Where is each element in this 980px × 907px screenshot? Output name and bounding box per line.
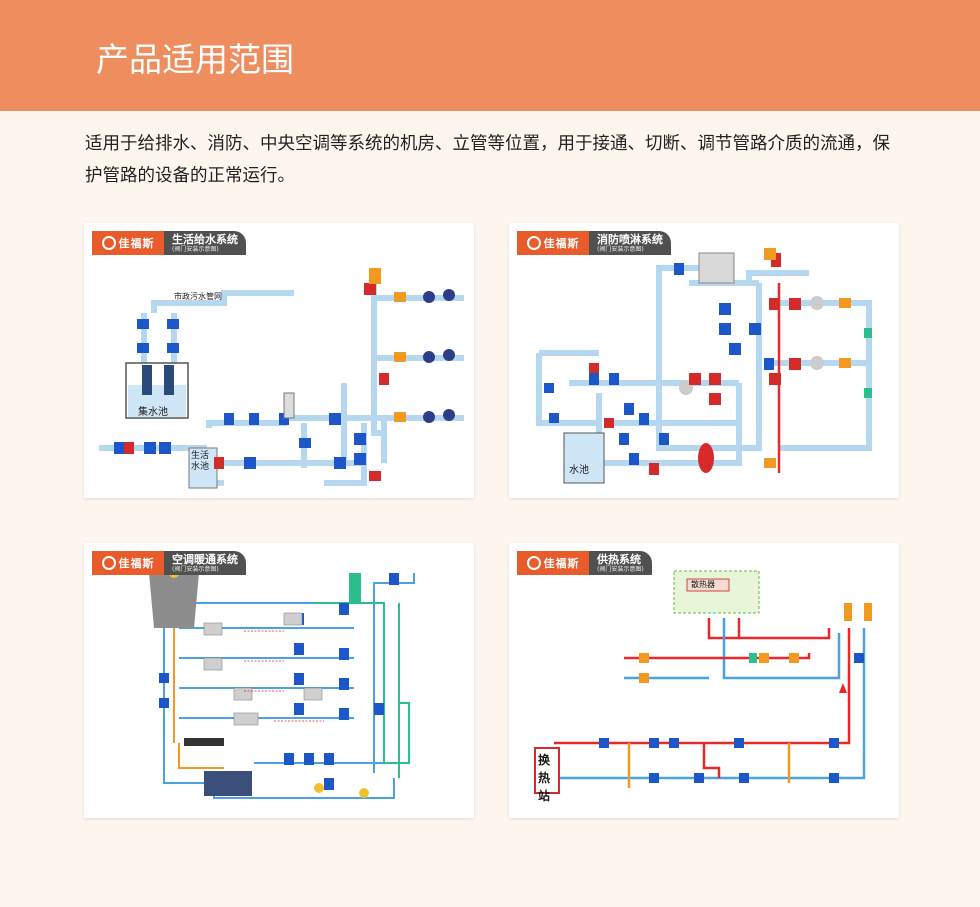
card-badge: 佳福斯 空调暖通系统 (阀门安装示意图): [92, 551, 246, 575]
page-title: 产品适用范围: [96, 40, 294, 79]
card-fire-sprinkler: 佳福斯 消防喷淋系统 (阀门安装示意图) 水池: [509, 223, 899, 498]
card-heating: 佳福斯 供热系统 (阀门安装示意图) 散热器 换热站: [509, 543, 899, 818]
label-pool: 集水池: [138, 407, 168, 418]
card-title: 生活给水系统: [172, 232, 238, 246]
card-badge: 佳福斯 生活给水系统 (阀门安装示意图): [92, 231, 246, 255]
card-badge: 佳福斯 供热系统 (阀门安装示意图): [517, 551, 652, 575]
water-supply-diagram: [99, 268, 464, 489]
card-badge: 佳福斯 消防喷淋系统 (阀门安装示意图): [517, 231, 671, 255]
label-network: 市政污水管网: [174, 292, 222, 301]
card-subtitle: (阀门安装示意图): [172, 245, 219, 253]
label-radiator: 散热器: [691, 580, 715, 589]
fire-sprinkler-diagram: [536, 248, 872, 484]
card-subtitle: (阀门安装示意图): [597, 245, 644, 253]
brand-logo-icon: [101, 556, 116, 570]
card-title: 供热系统: [597, 552, 641, 566]
card-title: 空调暖通系统: [172, 552, 238, 566]
card-hvac: 佳福斯 空调暖通系统 (阀门安装示意图): [84, 543, 474, 818]
label-pool: 水池: [569, 465, 589, 476]
page-header: 产品适用范围: [0, 0, 980, 111]
intro-paragraph: 适用于给排水、消防、中央空调等系统的机房、立管等位置，用于接通、切断、调节管路介…: [85, 134, 890, 186]
brand-logo-icon: [101, 236, 116, 250]
card-subtitle: (阀门安装示意图): [597, 565, 644, 573]
brand-logo-icon: [526, 236, 541, 250]
card-title: 消防喷淋系统: [597, 232, 663, 246]
heating-diagram: [534, 570, 872, 794]
label-tank: 生活水池: [191, 451, 210, 472]
brand-logo-icon: [526, 556, 541, 570]
card-water-supply: 佳福斯 生活给水系统 (阀门安装示意图) 市政污水管网 集水池 生活水池: [84, 223, 474, 498]
hvac-diagram: [149, 568, 415, 799]
card-subtitle: (阀门安装示意图): [172, 565, 219, 573]
label-station: 换热站: [538, 753, 551, 803]
